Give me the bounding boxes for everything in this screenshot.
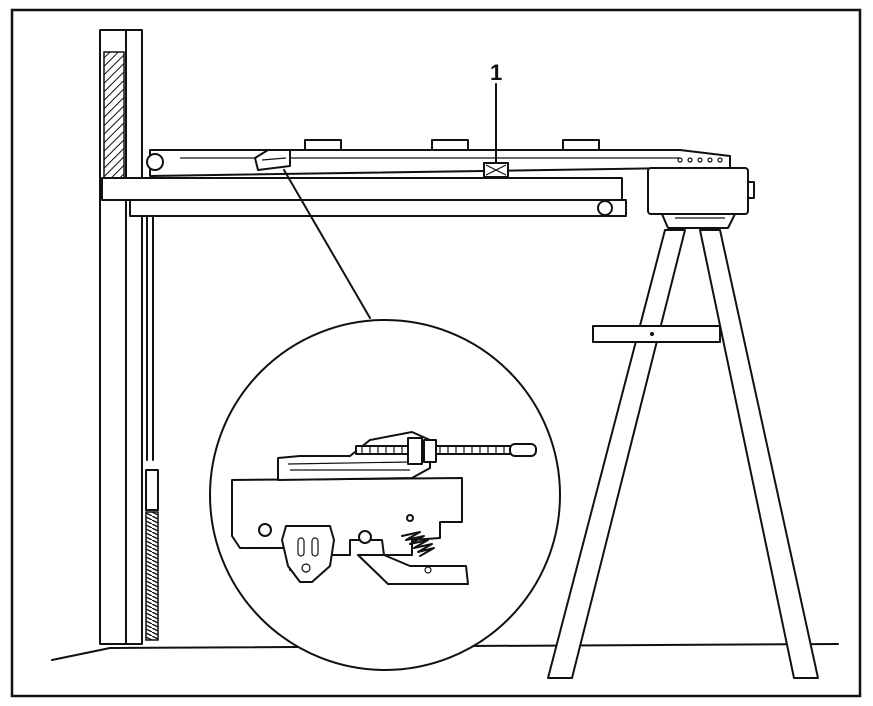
callout-label: 1	[490, 60, 502, 85]
figure-border	[10, 8, 862, 698]
wall-frame	[99, 29, 143, 645]
motor-unit	[647, 167, 755, 229]
rail-carriage	[254, 149, 291, 171]
detail-release-lever	[357, 554, 469, 585]
detail-spring	[401, 531, 435, 557]
detail-threaded-rod	[355, 437, 537, 465]
door-spring-rod	[145, 204, 159, 641]
support-beam	[101, 177, 627, 217]
detail-top-plate	[277, 431, 431, 481]
callout-1: 1	[483, 60, 509, 178]
opener-rail	[146, 139, 731, 177]
floor-line	[51, 643, 839, 661]
detail-leader-line	[283, 169, 371, 319]
detail-magnifier	[209, 319, 561, 671]
detail-slotted-tab	[281, 525, 335, 583]
sawhorse-stand	[547, 229, 819, 679]
